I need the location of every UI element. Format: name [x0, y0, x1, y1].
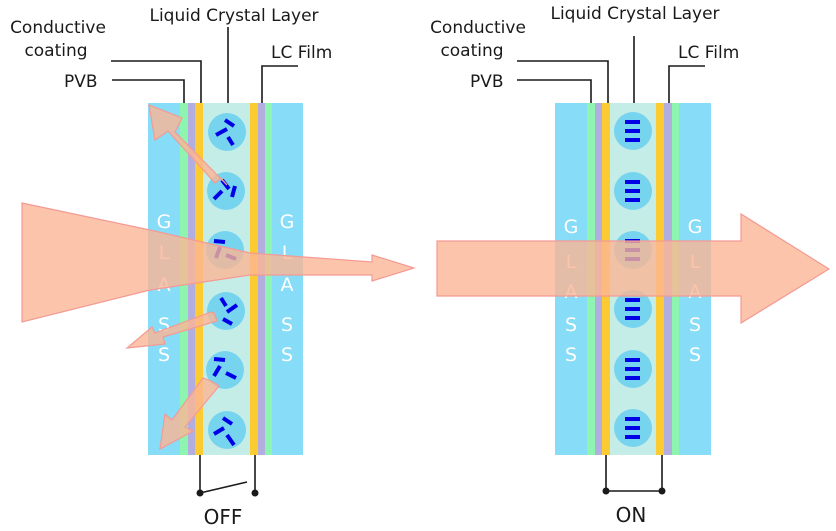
panel-on: G L A S S G L A S S Conductive coating L…: [430, 4, 831, 527]
lc-film-label: LC Film: [271, 43, 332, 63]
scattered-ray-arrow: [125, 311, 218, 349]
droplet: [208, 411, 246, 449]
droplet: [208, 113, 246, 151]
conductive-coating-label-line1: Conductive: [430, 18, 526, 38]
liquid-crystal-layer-label: Liquid Crystal Layer: [149, 6, 318, 26]
molecule-bar: [625, 307, 640, 311]
glass-letter: G: [157, 211, 172, 233]
molecule-bar: [625, 138, 640, 142]
glass-letters-right: G L A S S: [280, 211, 295, 366]
molecule-bar: [625, 180, 640, 184]
pvb-label: PVB: [470, 72, 504, 92]
glass-letter: A: [281, 274, 294, 296]
molecule-bar: [625, 376, 640, 380]
glass-letter: G: [564, 216, 579, 238]
panel-off: G L A S S G L A S S Conductive coat: [10, 6, 417, 529]
conductive-coating-label-line2: coating: [24, 41, 87, 61]
circuit-switch-closed: [605, 455, 663, 492]
leader-lines: [111, 27, 298, 103]
molecule-bar: [625, 417, 640, 421]
liquid-crystal-layer-label: Liquid Crystal Layer: [550, 4, 719, 24]
pvb-layer-right: [265, 103, 272, 455]
molecule-bar: [625, 367, 640, 371]
glass-right: [272, 103, 303, 455]
droplet-aligned: [614, 290, 652, 328]
glass-letter: L: [282, 242, 293, 264]
molecule-bar: [625, 316, 640, 320]
glass-letter: G: [688, 216, 703, 238]
glass-letter: S: [281, 344, 293, 366]
molecule-bar: [625, 358, 640, 362]
light-beam-scattered: [21, 202, 417, 323]
glass-letter: S: [689, 344, 701, 366]
state-label-on: ON: [616, 503, 647, 527]
droplet-aligned: [614, 112, 652, 150]
glass-letter: S: [565, 344, 577, 366]
terminal-dot: [658, 487, 666, 495]
terminal-dot: [602, 487, 610, 495]
conductive-coating-label-line2: coating: [440, 41, 503, 61]
light-beam-transmitted: [436, 212, 831, 325]
lc-film-label: LC Film: [678, 43, 739, 63]
glass-letter: S: [565, 314, 577, 336]
droplet-aligned: [614, 350, 652, 388]
molecule-bar: [625, 426, 640, 430]
leader-lines: [517, 36, 705, 103]
droplet-aligned: [614, 172, 652, 210]
molecule-bar: [625, 189, 640, 193]
molecule-bar: [625, 198, 640, 202]
glass-letter: G: [280, 211, 295, 233]
scattered-ray-arrow: [148, 104, 228, 186]
glass-letter: S: [689, 314, 701, 336]
droplet: [206, 351, 244, 389]
pvb-label: PVB: [64, 72, 98, 92]
terminal-dot: [196, 489, 204, 497]
terminal-dot: [251, 489, 259, 497]
state-label-off: OFF: [204, 505, 243, 529]
circuit-switch-open: [199, 455, 256, 494]
conductive-coating-label-line1: Conductive: [10, 18, 106, 38]
droplet-aligned: [614, 409, 652, 447]
glass-letter: S: [281, 314, 293, 336]
molecule-bar: [625, 435, 640, 439]
scattered-ray-arrow: [159, 377, 220, 451]
molecule-bar: [625, 298, 640, 302]
molecule-bar: [625, 129, 640, 133]
molecule-bar: [625, 120, 640, 124]
glass-letter: S: [158, 344, 170, 366]
conductive-coating-right: [250, 103, 258, 455]
lc-film-right: [258, 103, 265, 455]
droplet: [207, 292, 245, 330]
